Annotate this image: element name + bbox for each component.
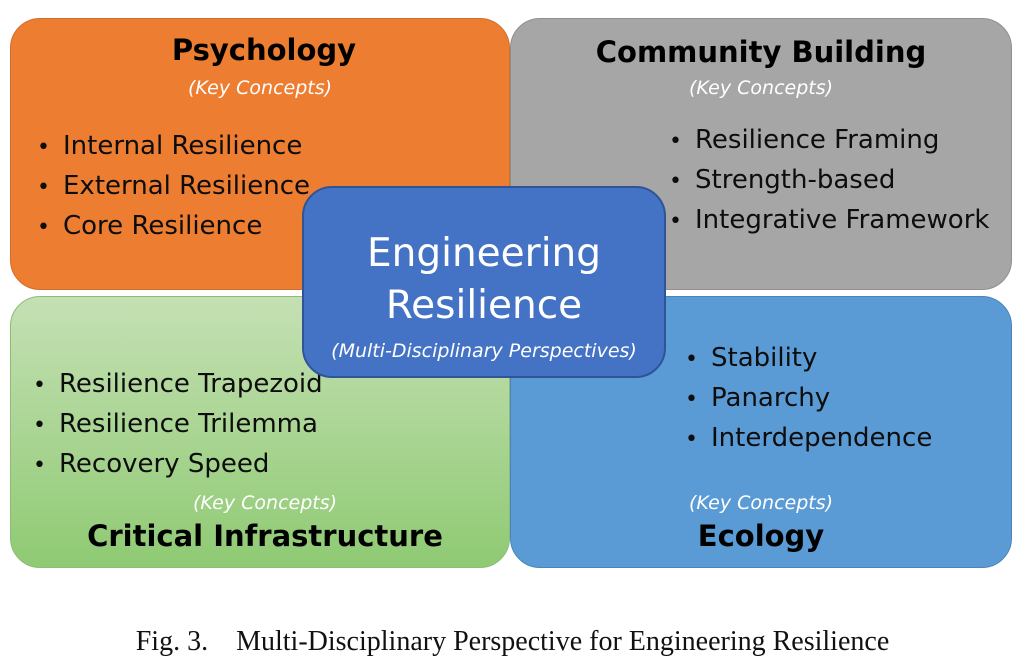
psychology-subtitle: (Key Concepts) <box>187 77 333 99</box>
community-item: Strength-based <box>669 161 989 201</box>
psychology-quadrant: Psychology (Key Concepts) Internal Resil… <box>10 18 510 290</box>
community-item: Resilience Framing <box>669 121 989 161</box>
ecology-subtitle: (Key Concepts) <box>688 492 834 514</box>
community-title: Community Building <box>595 35 927 69</box>
psychology-list: Internal Resilience External Resilience … <box>37 127 310 247</box>
center-box: Engineering Resilience (Multi-Disciplina… <box>302 186 666 378</box>
caption-text: Multi-Disciplinary Perspective for Engin… <box>236 626 890 657</box>
infrastructure-title: Critical Infrastructure <box>87 519 443 553</box>
community-item: Integrative Framework <box>669 201 989 241</box>
psychology-item: External Resilience <box>37 167 310 207</box>
community-list: Resilience Framing Strength-based Integr… <box>669 121 989 241</box>
center-title: Engineering Resilience <box>304 228 664 332</box>
ecology-item: Interdependence <box>685 419 932 459</box>
figure-caption: Fig. 3. Multi-Disciplinary Perspective fo… <box>0 626 1025 658</box>
center-title-line2: Resilience <box>385 283 583 328</box>
community-subtitle: (Key Concepts) <box>688 77 834 99</box>
ecology-list: Stability Panarchy Interdependence <box>685 339 932 459</box>
psychology-item: Core Resilience <box>37 207 310 247</box>
psychology-title: Psychology <box>171 33 357 67</box>
ecology-item: Stability <box>685 339 932 379</box>
infrastructure-item: Resilience Trapezoid <box>33 365 323 405</box>
center-title-line1: Engineering <box>367 231 601 276</box>
caption-label: Fig. 3. <box>135 626 209 657</box>
infrastructure-list: Resilience Trapezoid Resilience Trilemma… <box>33 365 323 485</box>
ecology-title: Ecology <box>697 519 825 553</box>
psychology-item: Internal Resilience <box>37 127 310 167</box>
infrastructure-subtitle: (Key Concepts) <box>192 492 338 514</box>
infrastructure-item: Resilience Trilemma <box>33 405 323 445</box>
center-subtitle: (Multi-Disciplinary Perspectives) <box>331 340 637 362</box>
ecology-item: Panarchy <box>685 379 932 419</box>
infrastructure-item: Recovery Speed <box>33 445 323 485</box>
